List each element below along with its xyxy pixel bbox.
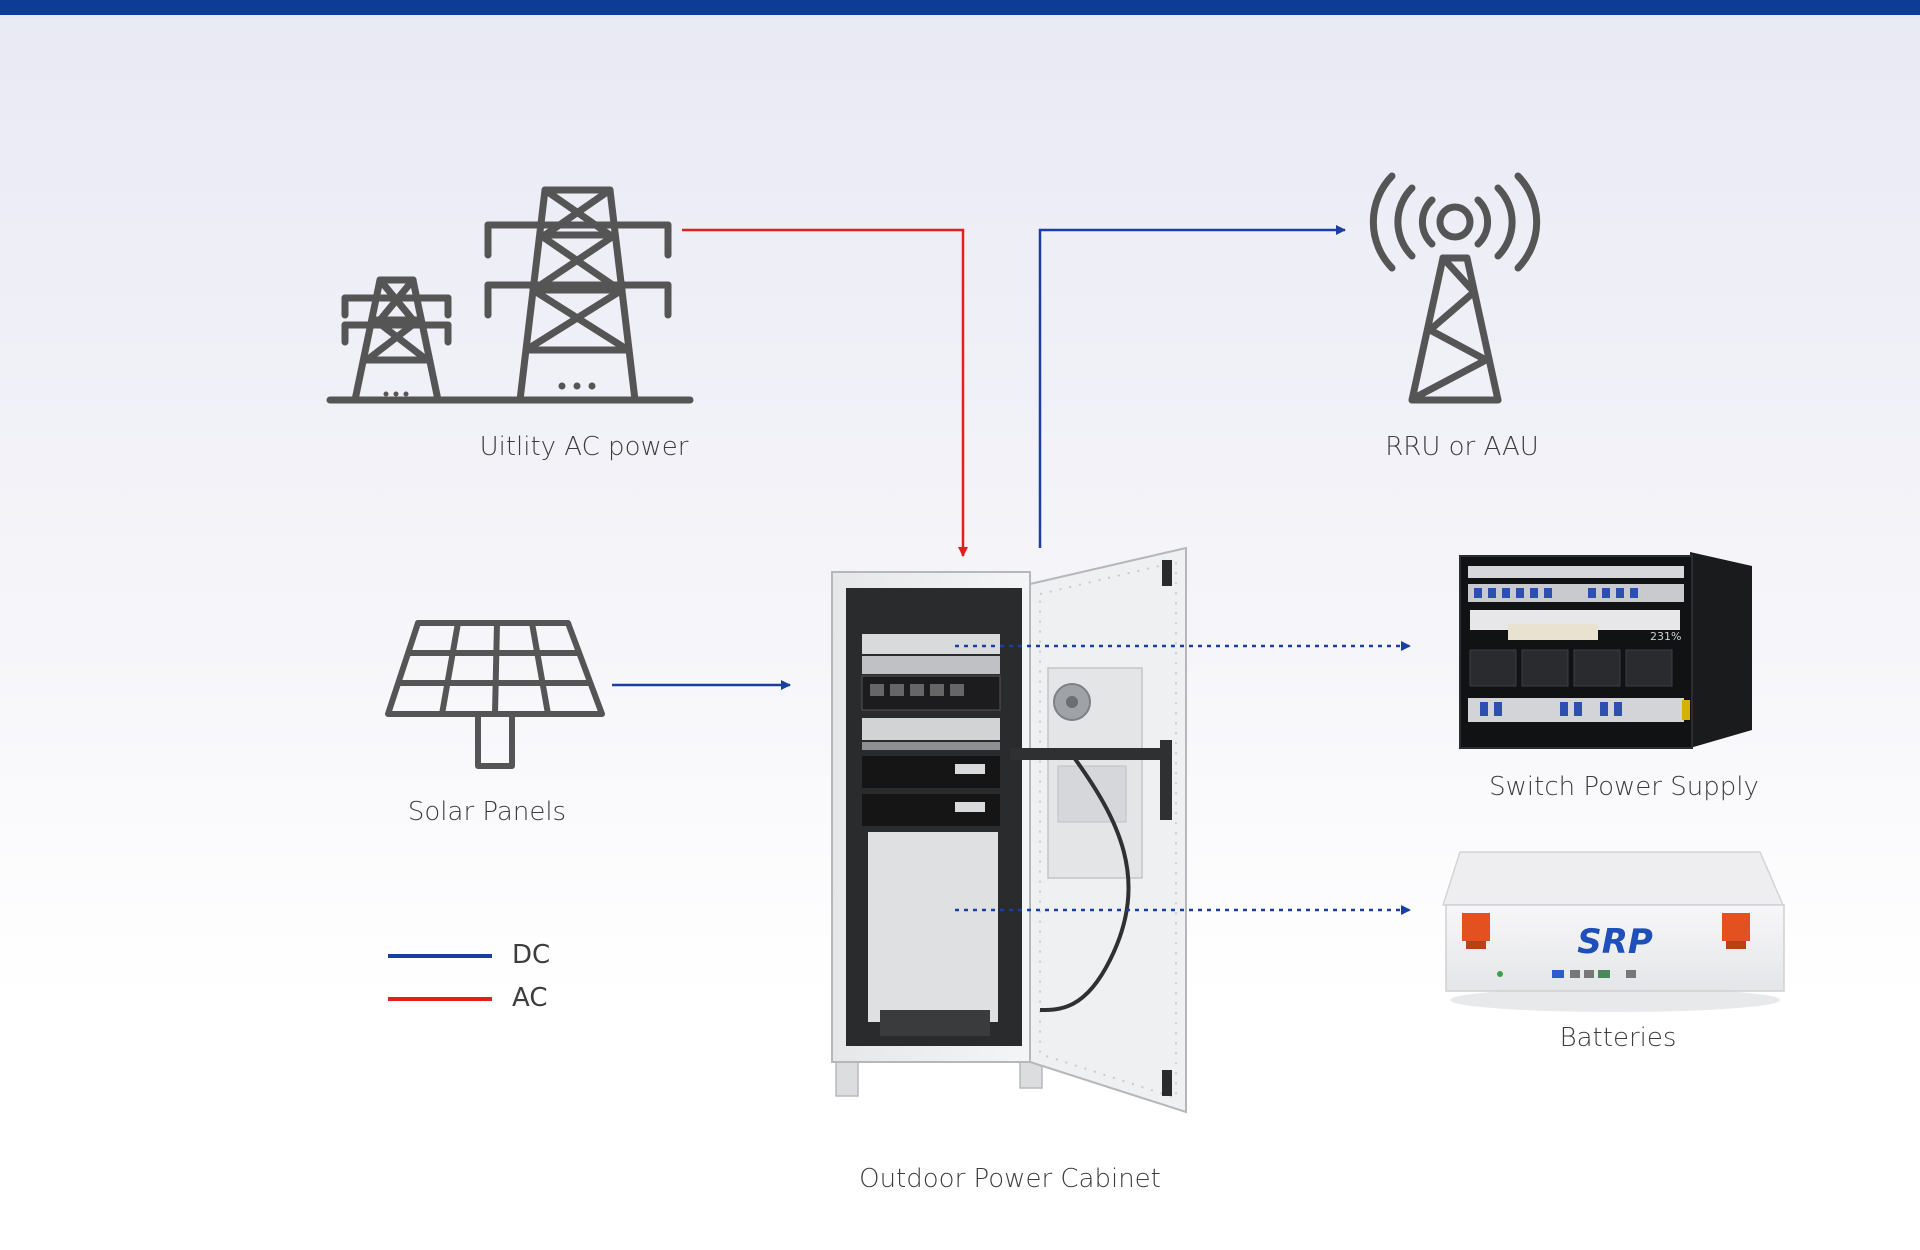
top-accent-bar (0, 0, 1920, 15)
switch-power-supply-label: Switch Power Supply (1489, 772, 1759, 802)
solar-panels-label: Solar Panels (407, 797, 567, 827)
batteries-label: Batteries (1559, 1023, 1677, 1053)
outdoor-power-cabinet-label: Outdoor Power Cabinet (859, 1164, 1161, 1194)
battery-brand-text: SRP (1577, 922, 1653, 962)
ac-connection-utility-to-cabinet (682, 228, 968, 557)
legend-ac-label: AC (512, 983, 548, 1013)
power-transmission-towers-icon (326, 186, 694, 404)
antenna-tower-icon (1369, 172, 1541, 404)
outdoor-cabinet-image (831, 546, 1187, 1114)
rack-display-text: 231% (1650, 630, 1681, 643)
solar-panel-icon (385, 620, 605, 769)
tower-dots (383, 382, 596, 397)
legend-dc-label: DC (512, 940, 551, 970)
rru-aau-label: RRU or AAU (1385, 432, 1539, 462)
utility-ac-power-label: Uitlity AC power (479, 432, 689, 462)
dc-connection-cabinet-to-rru (1038, 225, 1346, 548)
legend (388, 954, 492, 1001)
rack-power-supply-image: 231% (1459, 552, 1752, 749)
battery-module-image: SRP (1441, 851, 1785, 1012)
